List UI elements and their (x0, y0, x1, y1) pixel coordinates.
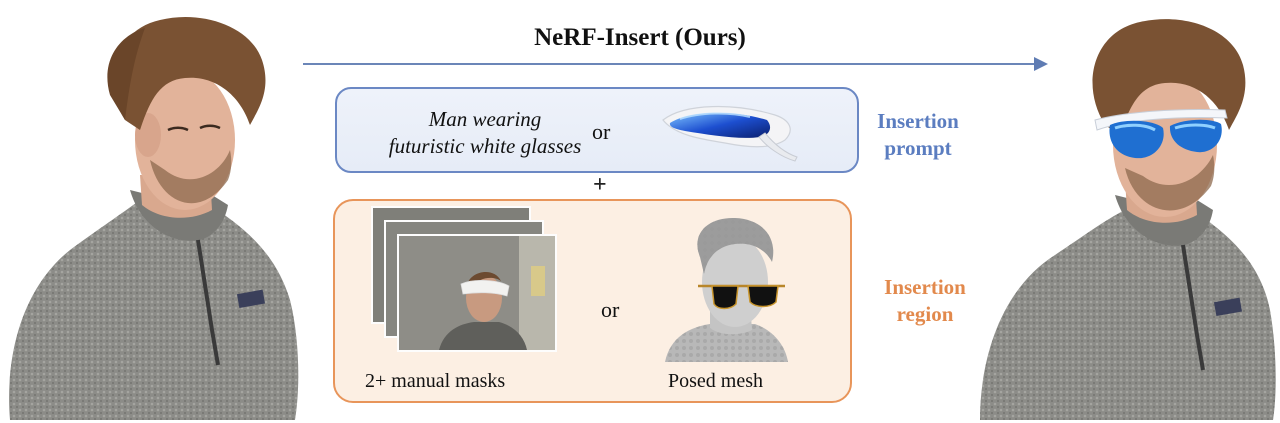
posed-mesh-image (665, 217, 788, 362)
input-person-image (9, 16, 299, 420)
region-or-label: or (601, 297, 620, 322)
region-label-line1: Insertion (884, 275, 966, 299)
prompt-label-line2: prompt (884, 136, 952, 160)
prompt-label-line1: Insertion (877, 109, 959, 133)
futuristic-glasses-icon (662, 105, 798, 162)
prompt-text-line2: futuristic white glasses (388, 134, 582, 158)
masked-photo-image (399, 236, 555, 350)
mask-frame-front (397, 234, 557, 352)
insertion-prompt-label: Insertion prompt (868, 108, 968, 162)
figure-title: NeRF-Insert (Ours) (534, 24, 746, 51)
region-label-line2: region (896, 302, 954, 326)
manual-masks-label: 2+ manual masks (365, 370, 506, 392)
plus-sign: + (593, 172, 607, 198)
prompt-text: Man wearing futuristic white glasses (370, 106, 600, 160)
insertion-region-label: Insertion region (855, 274, 995, 328)
output-person-image (980, 19, 1276, 420)
posed-mesh-label: Posed mesh (668, 370, 763, 392)
process-arrow-head (1034, 57, 1048, 71)
prompt-or-label: or (592, 119, 611, 144)
process-arrow-line (303, 63, 1038, 65)
prompt-text-line1: Man wearing (428, 107, 542, 131)
